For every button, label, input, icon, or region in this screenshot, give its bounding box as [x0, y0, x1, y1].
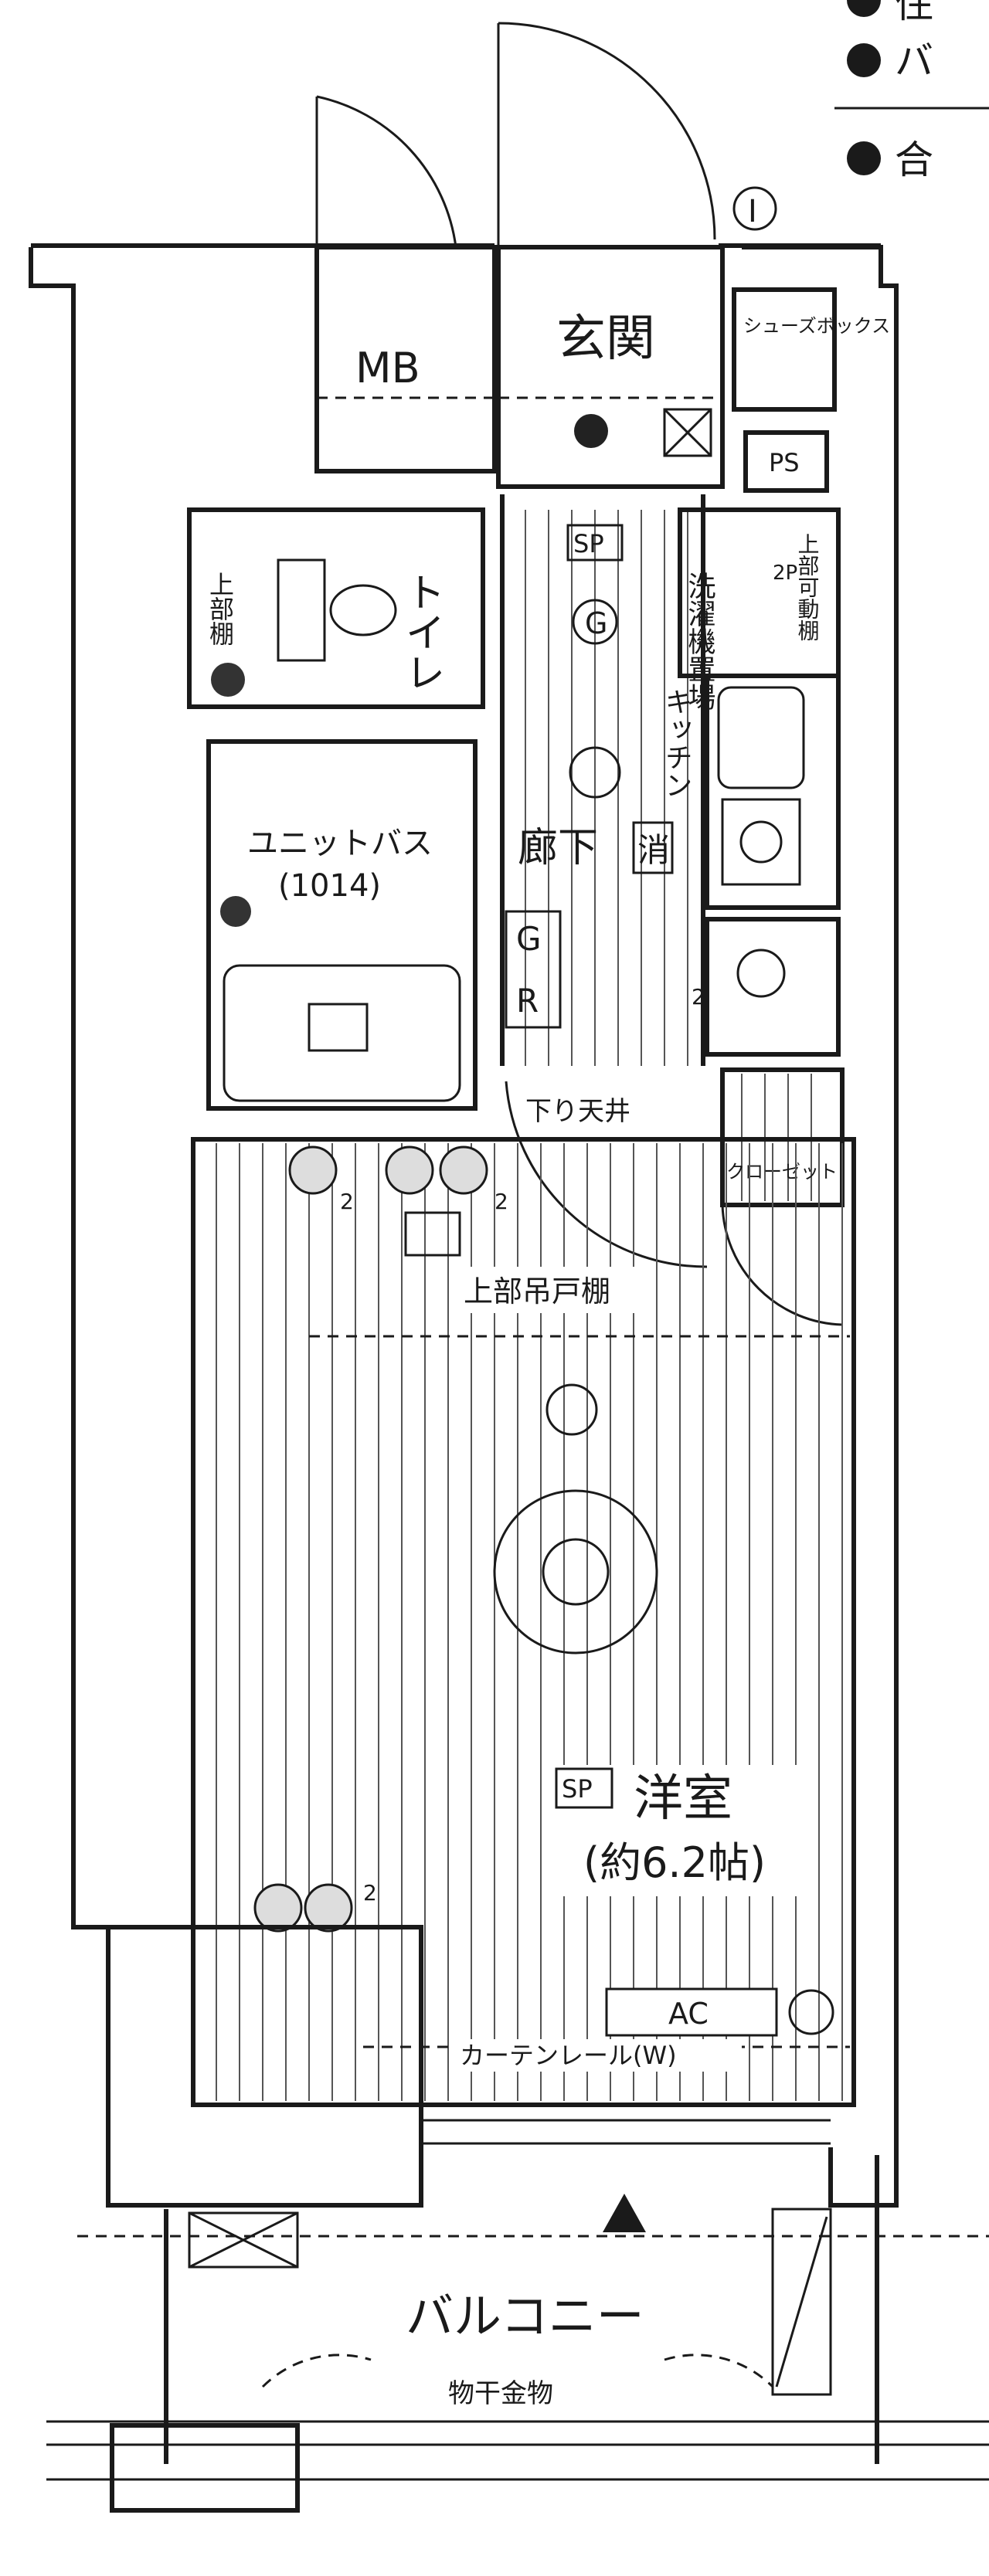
- upper-shelf-label: 上部吊戸棚: [464, 1274, 610, 1308]
- ac-outlet-icon: [788, 1989, 834, 2035]
- gr-r-label: R: [516, 982, 539, 1020]
- entrance-outline: [496, 245, 725, 489]
- gas-outlet-circle: [572, 599, 618, 645]
- kitchen-outline: [705, 674, 841, 910]
- sp-room-label: SP: [562, 1774, 593, 1804]
- entrance-vent-icon: [663, 408, 712, 457]
- lowered-ceiling-label: 下り天井: [525, 1096, 630, 1127]
- pipe-space-label: PS: [769, 448, 800, 477]
- entrance-light-icon: [574, 414, 608, 448]
- unit-bath-size-label: (1014): [278, 868, 381, 904]
- ac-box: [605, 1987, 778, 2037]
- curtain-rail-bg: [456, 2039, 742, 2072]
- western-room-label-bg: [556, 1765, 804, 1896]
- legend-item-2: バ: [895, 39, 933, 83]
- balcony-partition-right-diag: [775, 2216, 828, 2388]
- balcony-arc-left: [261, 2354, 372, 2388]
- shoe-box-outline: [732, 287, 837, 412]
- extinguisher-box: [632, 821, 674, 874]
- closet-label: クローゼット: [726, 1161, 838, 1183]
- toilet-light-icon: [211, 663, 245, 697]
- movable-shelf-label: 上部可動棚: [795, 533, 821, 641]
- toilet-outline: [187, 507, 485, 709]
- gas-outlet-label: G: [585, 606, 607, 640]
- grid-mark-circle: [732, 186, 777, 231]
- western-room-floor: [216, 1143, 843, 2101]
- legend-bullet-2: [847, 43, 881, 77]
- balcony-label: バルコニー: [406, 2288, 644, 2344]
- entry-arrow-icon: [603, 2194, 646, 2232]
- balcony-vent-left-x2: [189, 2211, 298, 2269]
- meter-box-label: MB: [355, 344, 420, 392]
- grid-mark-label: I: [748, 194, 757, 229]
- curtain-rail-label: カーテンレール(W): [460, 2041, 677, 2070]
- bath-light-icon: [220, 896, 251, 927]
- outer-wall: [29, 245, 899, 2208]
- balcony-vent-left: [188, 2211, 299, 2269]
- outlet-icon-1: [288, 1145, 338, 1195]
- outdoor-unit-box: [110, 2423, 300, 2513]
- balcony-arc-right: [664, 2354, 774, 2388]
- legend-item-3: 合: [895, 137, 933, 182]
- outlet-icon-4: [253, 1883, 303, 1933]
- outlet-2-right: 2: [494, 1189, 508, 1214]
- extinguisher-label: 消: [637, 831, 670, 869]
- western-room-size-label: (約6.2帖): [583, 1838, 766, 1887]
- washer-outlet-label: 2P: [773, 562, 797, 585]
- toilet-upper-shelf-label: 上部棚: [206, 572, 235, 646]
- balcony-partition-right: [771, 2208, 832, 2396]
- fridge-space-outline: [705, 917, 841, 1057]
- room-door-arc: [505, 1081, 708, 1268]
- kitchen-stove-icon: [721, 798, 801, 886]
- kitchen-burner-icon: [739, 820, 783, 864]
- outlet-2-fridge: 2: [692, 984, 705, 1010]
- bath-drain-icon: [308, 1003, 369, 1052]
- toilet-bowl-icon: [329, 584, 397, 636]
- sp-hall-box: [566, 524, 624, 562]
- washer-space-label: 洗濯機置場: [684, 572, 716, 711]
- unit-bath-outline: [206, 739, 478, 1111]
- legend-bullet-3: [847, 141, 881, 175]
- bathtub-icon: [223, 964, 461, 1102]
- hall-light-icon: [569, 746, 621, 799]
- ceiling-light-outer: [493, 1489, 658, 1655]
- western-room-outline: [191, 1137, 856, 2107]
- ac-label: AC: [668, 1997, 709, 2031]
- ceiling-light-inner: [542, 1538, 610, 1606]
- entrance-label: 玄関: [556, 311, 655, 368]
- legend-item-1: 住: [895, 0, 933, 26]
- closet-door-arc: [721, 1204, 843, 1326]
- gr-box: [505, 910, 562, 1029]
- fridge-light-icon: [736, 949, 786, 998]
- western-room-label: 洋室: [634, 1770, 732, 1828]
- outlet-2-left: 2: [340, 1189, 354, 1214]
- meter-box-outline: [314, 245, 497, 473]
- outlet-icon-2: [385, 1145, 434, 1195]
- unit-bath-label: ユニットバス: [247, 826, 433, 861]
- outlet-icon-3: [439, 1145, 488, 1195]
- toilet-label: トイレ: [398, 572, 444, 692]
- sp-room-box: [555, 1767, 613, 1809]
- legend-bullet-1: [847, 0, 881, 17]
- room-light-small: [545, 1383, 598, 1436]
- toilet-tank-icon: [277, 558, 326, 662]
- intercom-icon: [404, 1211, 461, 1257]
- left-storage-outline: [106, 1925, 423, 2208]
- outlet-icon-5: [304, 1883, 353, 1933]
- entrance-door-arc: [498, 22, 716, 240]
- sp-hall-label: SP: [573, 529, 604, 558]
- entrance-vent-x2: [663, 408, 712, 457]
- gr-g-label: G: [516, 920, 542, 958]
- pipe-space-outline: [743, 430, 829, 493]
- corridor-label: 廊下: [518, 825, 598, 871]
- kitchen-sink-icon: [717, 686, 805, 789]
- shoe-box-label: シューズボックス: [743, 315, 890, 337]
- drying-rack-label: 物干金物: [448, 2378, 553, 2409]
- corridor-floor: [525, 510, 688, 1066]
- kitchen-label: キッチン: [661, 687, 692, 799]
- upper-shelf-label-bg: [460, 1267, 645, 1313]
- meter-box-door-arc: [316, 95, 457, 248]
- outlet-2-bottom: 2: [363, 1880, 377, 1906]
